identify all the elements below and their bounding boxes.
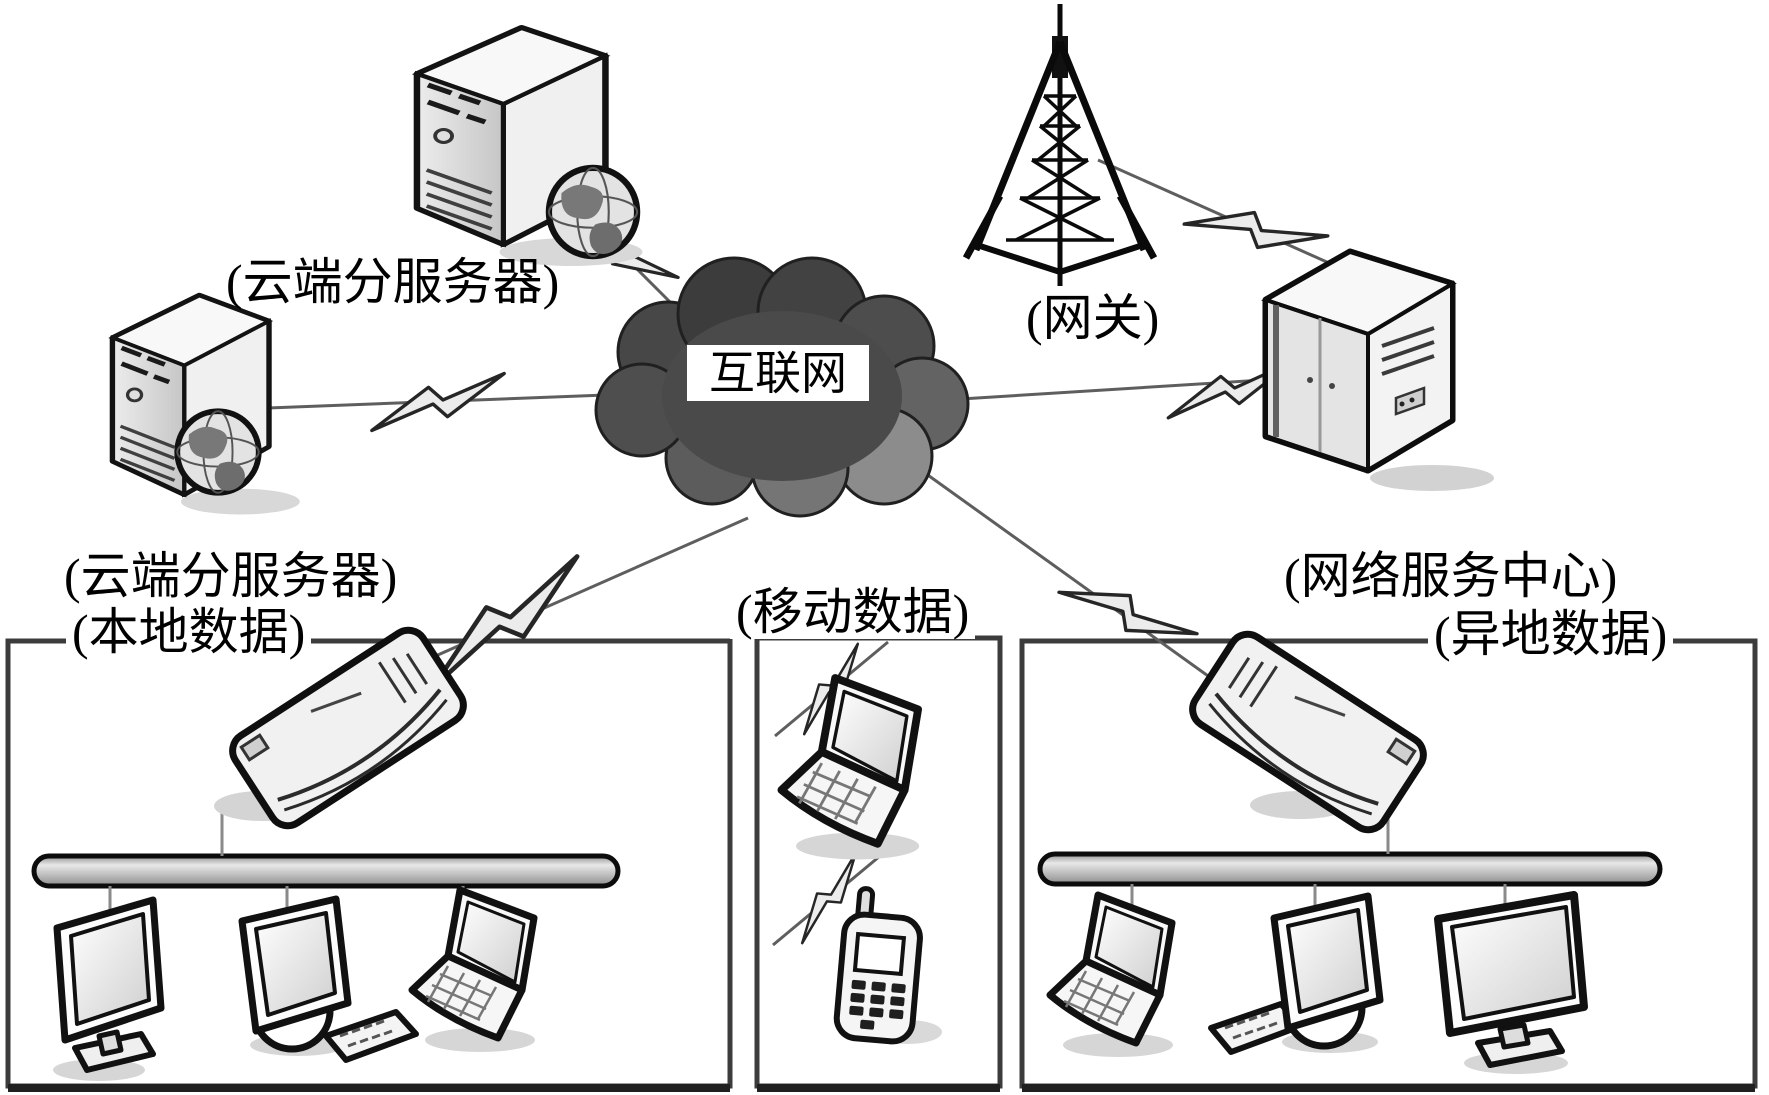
globe-icon: [177, 411, 258, 492]
label-remote-data: (异地数据): [1428, 608, 1674, 661]
connector-internet-remoterouter: [917, 466, 1237, 698]
label-mobile-data: (移动数据): [730, 586, 976, 639]
label-local-data: (本地数据): [66, 606, 312, 659]
router-icon-remote: [1186, 627, 1431, 836]
connector-internet-center: [944, 376, 1296, 402]
router-icon-local: [214, 623, 470, 832]
bus-bar-local: [31, 853, 621, 889]
label-cloud-sub-server-left: (云端分服务器): [64, 548, 398, 604]
lightning-bolt-icon: [1182, 178, 1330, 282]
globe-icon: [549, 168, 637, 256]
bus-bar-remote: [1037, 851, 1663, 887]
label-network-service-center: (网络服务中心): [1278, 550, 1624, 603]
label-cloud-sub-server-top: (云端分服务器): [226, 254, 560, 310]
label-internet: 互联网: [687, 345, 869, 401]
server-cabinet-icon: [1261, 248, 1494, 491]
cloud-sub-server-left-icon: [113, 296, 300, 515]
cloud-sub-server-top-icon: [418, 28, 643, 266]
antenna-tower-icon: [962, 4, 1158, 286]
label-gateway: (网关): [1026, 290, 1160, 346]
